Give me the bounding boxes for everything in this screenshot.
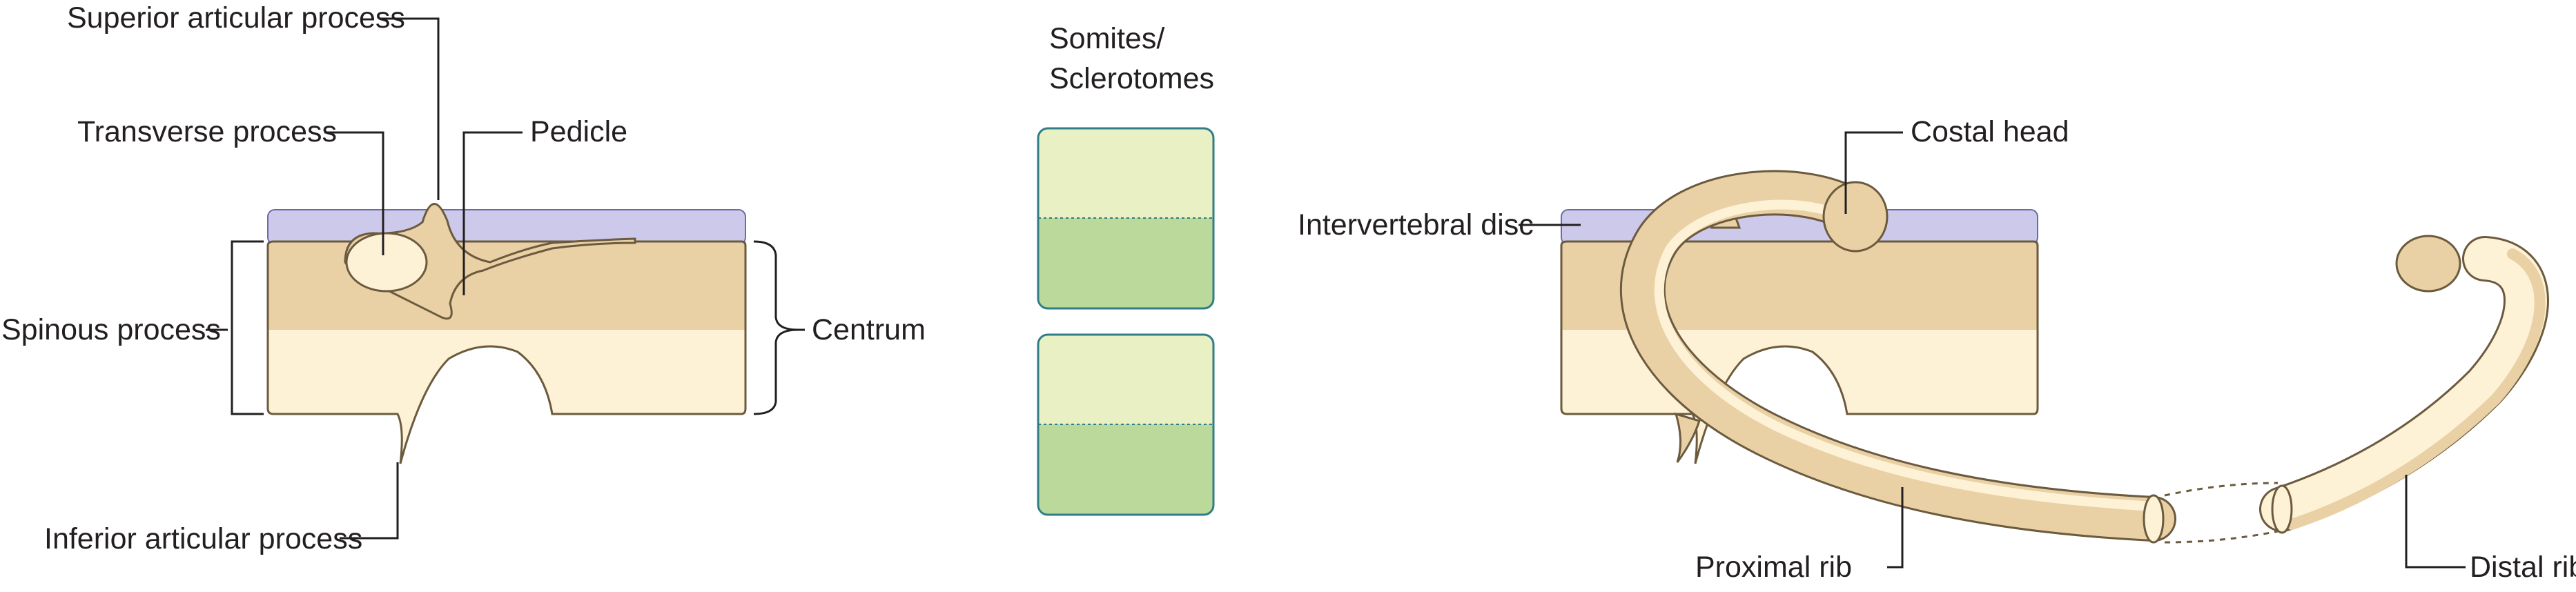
distal-rib-tip (2395, 235, 2461, 293)
somite-1-dark-half (1038, 218, 1213, 308)
label-inferior-articular-process: Inferior articular process (44, 522, 362, 555)
label-centrum: Centrum (812, 313, 926, 346)
somite-2-fill-fix-top (1038, 404, 1213, 424)
leader-superior-articular (380, 17, 440, 200)
distal-rib-shading (2286, 248, 2546, 530)
somite-block-1 (1037, 127, 1215, 310)
leader-costal-head (1844, 131, 1903, 214)
leader-proximal-rib (1887, 487, 1904, 569)
label-superior-articular-process: Superior articular process (67, 1, 405, 34)
somite-2-dark-half (1038, 424, 1213, 515)
label-spinous-process: Spinous process (1, 313, 221, 346)
left-disc (267, 209, 746, 245)
proximal-rib-body (1621, 172, 2174, 540)
somite-block-2 (1037, 333, 1215, 516)
label-distal-rib: Distal rib (2470, 551, 2576, 584)
centrum-upper-half (268, 241, 745, 330)
proximal-rib-highlight (1654, 199, 2158, 511)
leader-distal-rib (2405, 475, 2466, 569)
leader-pedicle (462, 131, 523, 295)
centrum-outline (266, 240, 747, 330)
somite-2-fill-fix (1038, 424, 1213, 445)
distal-rib-cut-end (2271, 484, 2293, 534)
right-inferior-spike (1674, 412, 1701, 463)
proximal-rib-cut-end (2143, 494, 2165, 544)
label-costal-head: Costal head (1911, 115, 2069, 148)
centrum-lower-half (266, 330, 747, 464)
right-centrum-outline (1560, 240, 2039, 330)
right-centrum-upper (1561, 241, 2038, 330)
bracket-centrum (753, 240, 799, 415)
distal-rib-body (2261, 238, 2547, 530)
somite-1-fill-fix (1038, 218, 1213, 239)
transverse-process-shape (345, 232, 428, 293)
label-proximal-rib: Proximal rib (1695, 551, 1852, 584)
bracket-spinous (231, 240, 264, 415)
rib-panel: Costal head Intervertebral disc Proximal… (1298, 115, 2576, 584)
label-intervertebral-disc: Intervertebral disc (1298, 208, 1534, 241)
leader-inferior-articular (340, 462, 399, 540)
somites-panel: Somites/ Sclerotomes (1037, 22, 1215, 516)
somite-2-light-half (1038, 335, 1213, 424)
label-transverse-process: Transverse process (77, 115, 337, 148)
leader-transverse (324, 131, 384, 255)
somite-1-outline (1037, 127, 1215, 310)
somite-1-light-half (1038, 128, 1213, 218)
somite-2-outline (1037, 333, 1215, 516)
label-somites: Somites/ (1049, 22, 1164, 55)
left-vertebra-panel: Superior articular process Transverse pr… (1, 1, 926, 555)
rib-gap-dashes-bottom (2164, 530, 2279, 544)
rib-gap-dashes-top (2164, 482, 2279, 497)
label-pedicle: Pedicle (530, 115, 627, 148)
costal-head-shape (1822, 181, 1889, 253)
label-sclerotomes: Sclerotomes (1049, 62, 1214, 95)
somite-1-fill-fix-top (1038, 197, 1213, 218)
